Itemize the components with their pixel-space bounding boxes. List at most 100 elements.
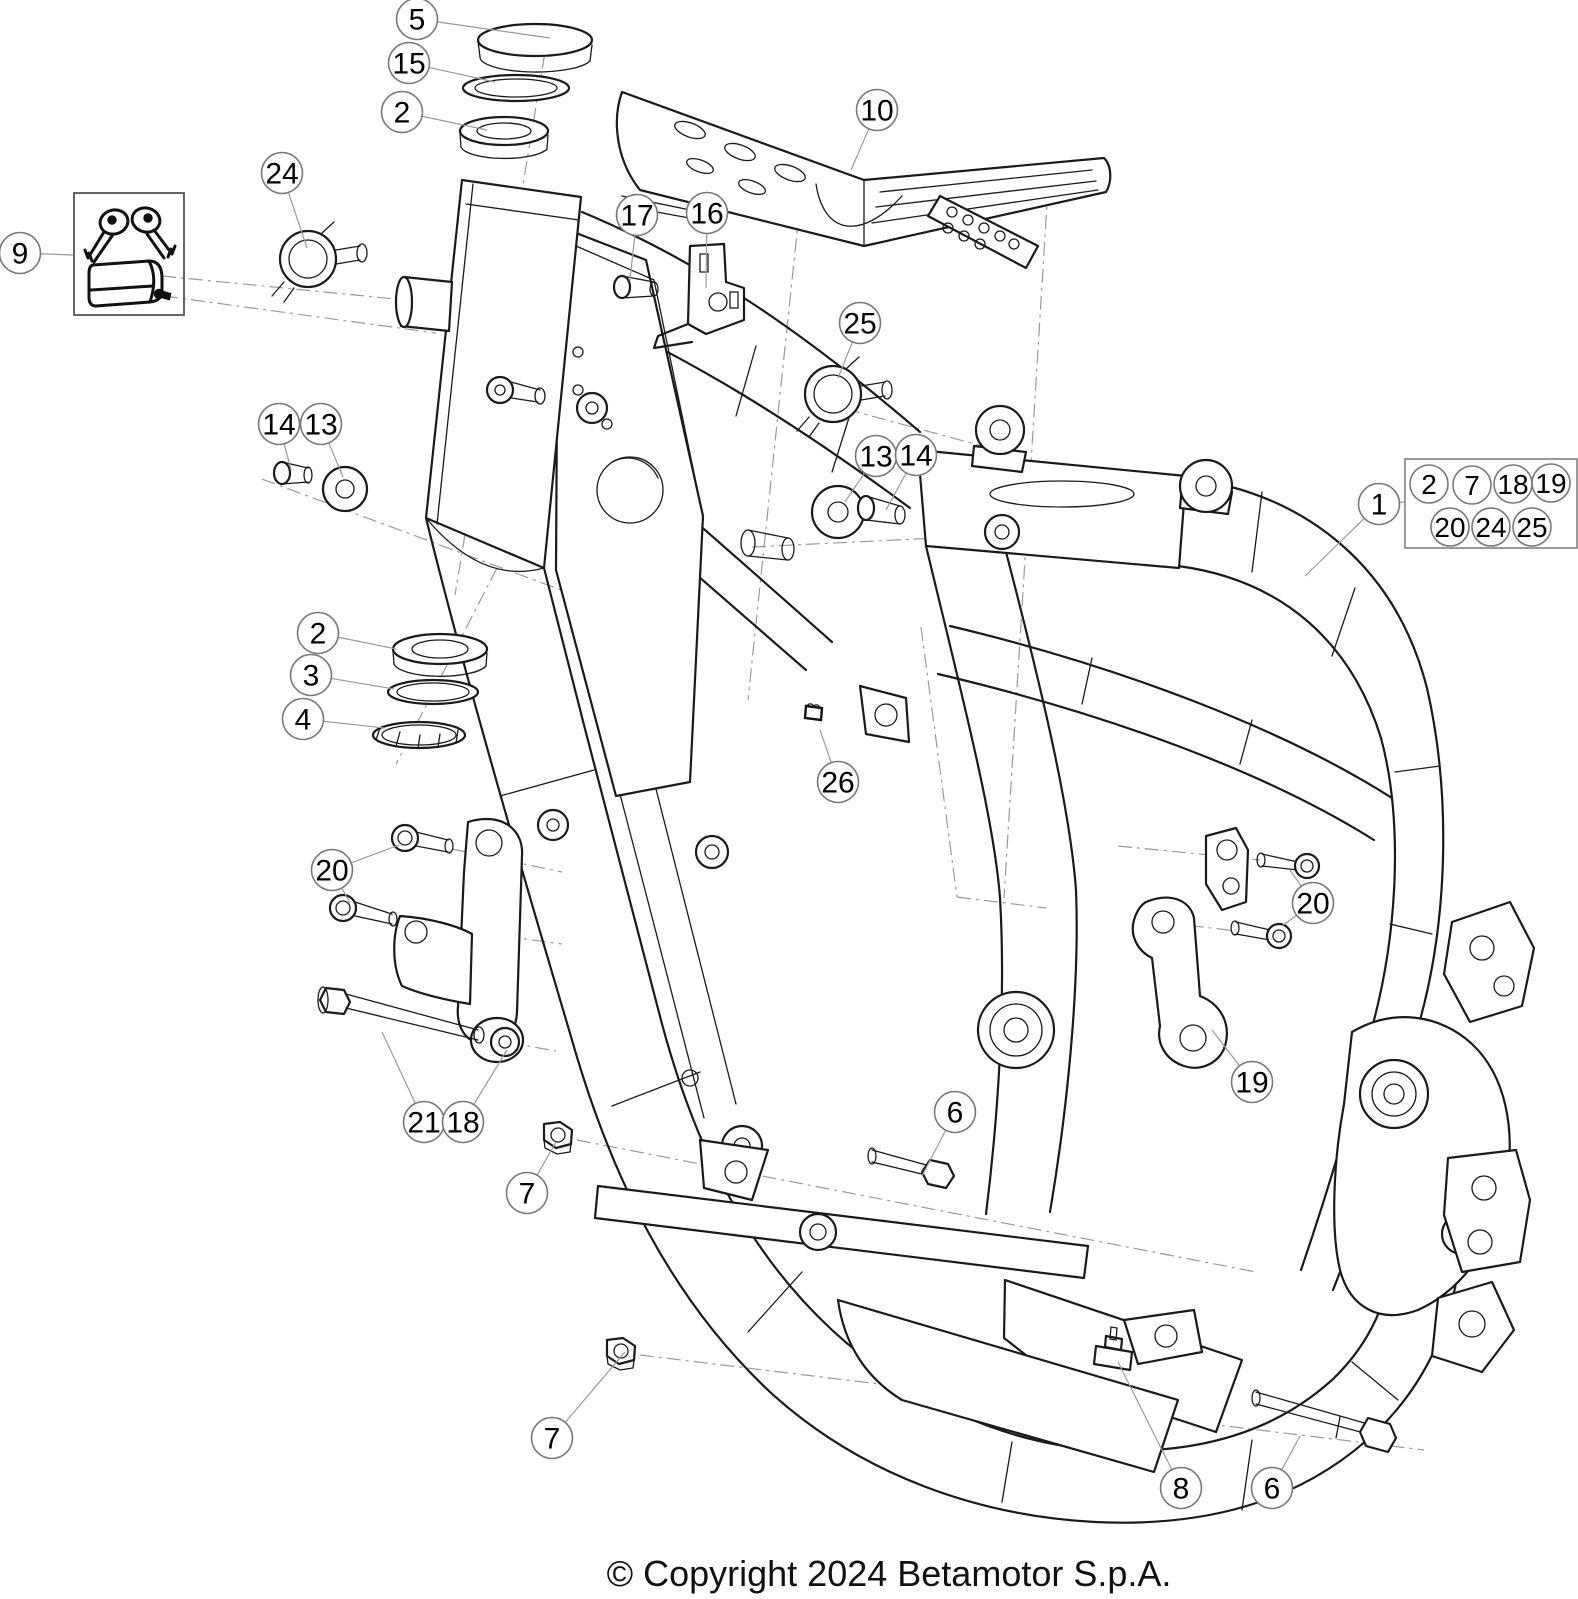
callout-balloon[interactable] [1159,1466,1203,1510]
callout-balloon[interactable] [1357,482,1401,526]
callout-balloon[interactable] [1291,881,1335,925]
leader-line [428,66,496,83]
callout-balloon[interactable] [395,0,439,41]
callout-4-16[interactable]: 4 [281,697,386,741]
leader-line [381,1031,416,1104]
callout-19-21[interactable]: 19 [1211,1029,1274,1104]
leader-line [337,636,397,650]
keys-icon [83,206,177,264]
callout-7-22[interactable]: 7 [505,1141,557,1215]
callout-26-27[interactable]: 26 [816,729,860,804]
callout-balloon[interactable] [387,41,431,85]
callout-balloon[interactable] [855,88,899,132]
callout-3-15[interactable]: 3 [289,653,395,697]
group-ref-balloon[interactable] [1430,507,1470,547]
callout-1-13[interactable]: 1 [1304,482,1405,577]
leader-line [473,1049,508,1105]
callout-9-3[interactable]: 9 [0,231,74,275]
leader-line [1117,1361,1173,1470]
callout-number: 14 [262,409,295,442]
callout-balloon[interactable] [615,193,659,237]
callout-number: 8 [1173,1473,1190,1506]
callout-balloon[interactable] [933,1090,977,1134]
callout-25-8[interactable]: 25 [837,301,882,379]
leader-line [421,115,488,131]
callout-13-12[interactable]: 13 [299,402,344,478]
callout-7-24[interactable]: 7 [530,1351,626,1460]
callout-balloon[interactable] [816,760,860,804]
callout-balloon[interactable] [1250,1466,1294,1510]
group-ref-number: 24 [1475,512,1506,543]
callout-balloon[interactable] [281,697,325,741]
group-ref-balloon[interactable] [1452,465,1492,505]
callout-8-25[interactable]: 8 [1117,1361,1203,1510]
callout-balloon[interactable] [894,433,938,477]
callout-20-17[interactable]: 20 [310,844,400,904]
callout-10-7[interactable]: 10 [850,88,899,171]
part-nut-7-upper [542,1120,574,1155]
callout-balloon[interactable] [380,90,424,134]
callout-14-11[interactable]: 14 [257,402,301,471]
group-ref-2[interactable]: 2 [1409,464,1449,504]
leader-line [921,1129,947,1177]
callout-14-10[interactable]: 14 [885,433,938,511]
leader-line [287,192,308,249]
callout-15-1[interactable]: 15 [387,41,496,85]
callout-balloon[interactable] [257,402,301,446]
group-ref-25[interactable]: 25 [1512,507,1552,547]
callout-21-18[interactable]: 21 [381,1031,446,1144]
callout-balloon[interactable] [299,402,343,446]
group-ref-balloon[interactable] [1512,507,1552,547]
group-ref-balloon[interactable] [1409,464,1449,504]
callout-balloon[interactable] [530,1416,574,1460]
callout-balloon[interactable] [289,653,333,697]
callout-balloon[interactable] [838,301,882,345]
callout-2-14[interactable]: 2 [296,611,397,655]
callout-18-19[interactable]: 18 [441,1049,508,1144]
part-mid-tubes [858,544,1078,1216]
callout-13-9[interactable]: 13 [844,434,898,503]
group-ref-18[interactable]: 18 [1493,464,1533,504]
leader-line [40,253,74,256]
part-rear-crossmember [916,404,1234,570]
callout-16-6[interactable]: 16 [685,191,729,289]
leader-line [819,729,832,763]
group-ref-balloon[interactable] [1531,463,1571,503]
callout-17-5[interactable]: 17 [615,193,659,281]
callout-balloon[interactable] [505,1171,549,1215]
part-seat-rail-tube [936,624,1394,842]
group-ref-24[interactable]: 24 [1471,507,1511,547]
callout-balloon[interactable] [310,848,354,892]
group-ref-20[interactable]: 20 [1430,507,1470,547]
group-ref-19[interactable]: 19 [1531,463,1571,503]
leader-line [536,1141,557,1176]
group-ref-number: 7 [1464,470,1480,501]
callout-6-23[interactable]: 6 [921,1090,977,1177]
leader-line [1304,517,1365,577]
part-clamp-25 [796,356,893,438]
group-ref-number: 18 [1497,469,1528,500]
callout-balloon[interactable] [296,611,340,655]
callout-balloon[interactable] [0,231,42,275]
part-nut-7-lower [605,1336,637,1371]
callout-balloon[interactable] [441,1100,485,1144]
group-ref-7[interactable]: 7 [1452,465,1492,505]
leader-line [705,233,708,289]
callout-number: 5 [409,4,426,37]
part-clip-26 [803,703,824,722]
group-ref-balloon[interactable] [1471,507,1511,547]
callout-number: 7 [519,1178,536,1211]
callout-balloon[interactable] [260,151,304,195]
callout-20-20[interactable]: 20 [1281,869,1335,927]
callout-2-2[interactable]: 2 [380,90,488,134]
callout-5-0[interactable]: 5 [395,0,551,41]
callout-24-4[interactable]: 24 [260,151,308,249]
part-bracket-left [393,817,525,1064]
callout-balloon[interactable] [1230,1060,1274,1104]
callout-6-26[interactable]: 6 [1250,1435,1301,1510]
part-engine-guard [836,1278,1244,1474]
callout-balloon[interactable] [685,191,729,235]
leader-line [629,235,636,281]
part-chain-clip [1092,1326,1134,1372]
